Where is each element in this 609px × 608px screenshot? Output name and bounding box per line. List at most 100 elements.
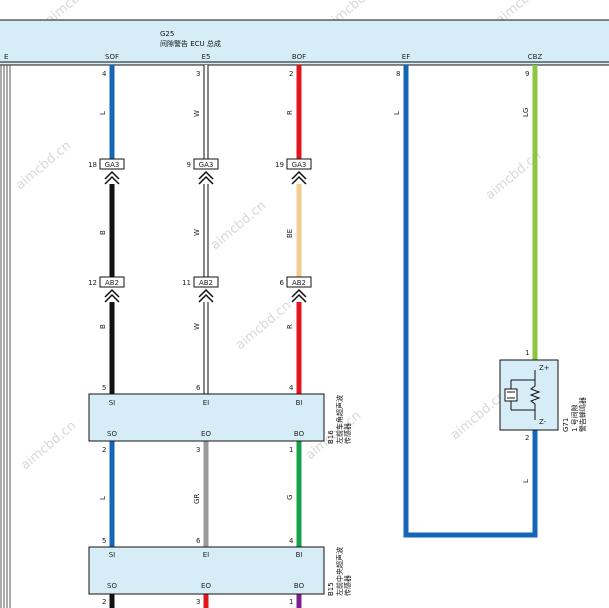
g71-name: 1 号间隙 (570, 404, 579, 432)
ecu-terminal-ef: EF (402, 53, 410, 61)
svg-text:SO: SO (107, 582, 117, 590)
svg-text:9: 9 (187, 161, 191, 169)
g71-code: G71 (562, 418, 570, 432)
connector-ab2: AB2 12 AB2 11 AB2 6 (88, 276, 312, 303)
svg-text:GA3: GA3 (199, 161, 214, 169)
svg-text:4: 4 (289, 384, 294, 392)
svg-text:4: 4 (289, 537, 294, 545)
svg-text:5: 5 (102, 537, 106, 545)
svg-text:3: 3 (196, 598, 200, 606)
svg-text:19: 19 (275, 161, 284, 169)
b15-name: 左前中央超声波 (335, 547, 344, 596)
svg-text:GA3: GA3 (105, 161, 120, 169)
svg-text:2: 2 (102, 598, 106, 606)
b15-name-2: 传感器 (343, 575, 352, 596)
code-cbz-top: LG (522, 108, 530, 117)
code-sof-top: L (99, 111, 107, 115)
svg-text:EO: EO (201, 430, 211, 438)
buzzer-icon (504, 370, 541, 420)
b15-code: B15 (327, 582, 335, 596)
svg-text:BI: BI (296, 551, 303, 559)
svg-text:Z+: Z+ (539, 364, 550, 372)
svg-text:1: 1 (289, 446, 293, 454)
ecu-g25: G25 间隙警告 ECU 总成 E SOF E5 BOF EF CBZ (0, 19, 609, 66)
svg-text:2: 2 (102, 446, 106, 454)
code-bof-low: R (286, 324, 294, 329)
b16-name-2: 传感器 (343, 423, 352, 444)
code-ef-top: L (393, 111, 401, 115)
svg-text:EI: EI (203, 551, 210, 559)
svg-text:EI: EI (203, 399, 210, 407)
code-b16-bo: G (286, 495, 294, 500)
svg-text:BO: BO (294, 430, 305, 438)
b16-name: 左前车角超声波 (335, 395, 344, 444)
sensor-b16: 5 6 4 SI EI BI SO EO BO 2 3 1 B16 左前车角超声… (88, 384, 352, 454)
svg-text:AB2: AB2 (292, 279, 306, 287)
svg-text:11: 11 (182, 279, 191, 287)
code-bof-mid: BE (286, 229, 294, 238)
pin-e5-top: 3 (196, 70, 200, 78)
watermark: aimcbd.cn (208, 198, 269, 253)
pin-ef-top: 8 (396, 70, 400, 78)
svg-text:AB2: AB2 (105, 279, 119, 287)
wires (109, 65, 538, 608)
svg-text:1: 1 (289, 598, 293, 606)
g71-name-2: 警告蜂鸣器 (578, 397, 587, 432)
pin-bof-top: 2 (289, 70, 293, 78)
watermark: aimcbd.cn (13, 138, 74, 193)
svg-text:Z-: Z- (539, 418, 547, 426)
left-bus-lines (0, 65, 11, 608)
code-b16-so: L (99, 496, 107, 500)
ecu-code: G25 (160, 30, 174, 38)
svg-text:BI: BI (296, 399, 303, 407)
ga3-bof: GA3 19 (275, 158, 312, 185)
code-e5-mid: W (193, 229, 201, 236)
svg-text:BO: BO (294, 582, 305, 590)
code-e5-low: W (193, 323, 201, 330)
ecu-terminal-sof: SOF (105, 53, 119, 61)
svg-text:18: 18 (88, 161, 97, 169)
code-b16-eo: GR (193, 494, 201, 504)
ecu-terminal-bof: BOF (292, 53, 306, 61)
ecu-name: 间隙警告 ECU 总成 (160, 39, 221, 48)
svg-text:1: 1 (525, 349, 529, 357)
connector-ga3: GA3 18 GA3 9 GA3 19 (88, 158, 312, 185)
svg-text:AB2: AB2 (199, 279, 213, 287)
ecu-terminal-e: E (4, 53, 8, 61)
wire-ef (403, 65, 538, 538)
ga3-sof: GA3 18 (88, 158, 125, 185)
ga3-e5: GA3 9 (187, 158, 219, 185)
svg-text:SI: SI (109, 551, 116, 559)
svg-text:5: 5 (102, 384, 106, 392)
svg-text:EO: EO (201, 582, 211, 590)
svg-text:6: 6 (196, 384, 201, 392)
b16-code: B16 (327, 430, 335, 444)
b15-box (88, 546, 325, 595)
svg-text:6: 6 (280, 279, 285, 287)
svg-text:6: 6 (196, 537, 201, 545)
code-bof-top: R (286, 110, 294, 115)
ab2-sof: AB2 12 (88, 276, 125, 303)
code-e5-top: W (193, 110, 201, 117)
code-sof-mid: B (99, 230, 107, 235)
ecu-terminal-e5: E5 (202, 53, 211, 61)
b16-box (88, 393, 325, 442)
svg-text:GA3: GA3 (292, 161, 307, 169)
svg-text:2: 2 (525, 434, 529, 442)
code-g71-out: L (522, 479, 530, 483)
svg-text:SI: SI (109, 399, 116, 407)
code-sof-low: B (99, 324, 107, 329)
ab2-e5: AB2 11 (182, 276, 219, 303)
ab2-bof: AB2 6 (280, 276, 312, 303)
watermark: aimcbd.cn (18, 418, 79, 473)
svg-text:3: 3 (196, 446, 200, 454)
wire-labels: 4 3 2 8 9 L W R L LG B W BE B W R L GR G… (99, 70, 530, 504)
pin-cbz-top: 9 (525, 70, 529, 78)
ecu-terminal-cbz: CBZ (528, 53, 543, 61)
pin-sof-top: 4 (102, 70, 107, 78)
svg-text:12: 12 (88, 279, 97, 287)
sensor-b15: 5 6 4 SI EI BI SO EO BO 2 3 1 B15 左前中央超声… (88, 537, 352, 606)
svg-text:SO: SO (107, 430, 117, 438)
buzzer-g71: 1 2 Z+ Z- G71 1 号间隙 警告蜂鸣器 (499, 349, 587, 442)
